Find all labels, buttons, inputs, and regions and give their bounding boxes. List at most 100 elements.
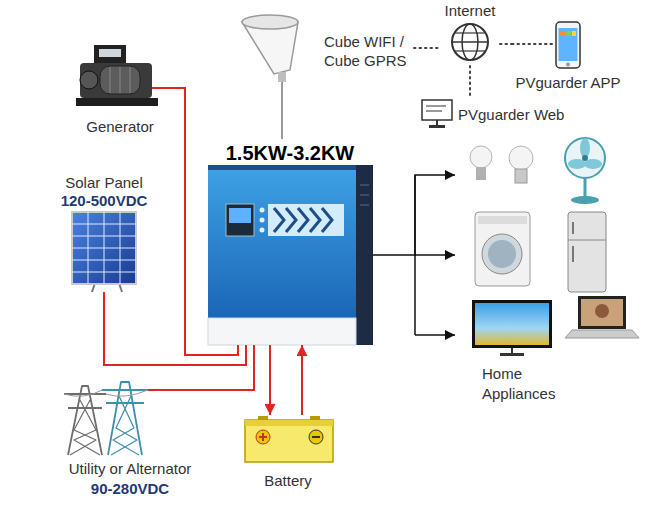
- power-wire: [104, 292, 246, 365]
- lcd-screen: [229, 208, 251, 223]
- panel-grid: [72, 236, 136, 237]
- inverter-illustration: [208, 165, 373, 345]
- battery-icon: [245, 416, 333, 462]
- plus-symbol: [262, 433, 264, 441]
- display-frame: [226, 204, 254, 236]
- phone-button: [566, 63, 570, 67]
- network-link: [512, 43, 554, 45]
- pylon-cable: [64, 390, 102, 396]
- indicator-light: [260, 208, 265, 213]
- node-label: Solar Panel: [65, 174, 143, 192]
- minus-terminal-symbol: [309, 430, 323, 444]
- panel-grid: [72, 272, 136, 273]
- screen-line: [426, 106, 446, 107]
- monitor-stand: [436, 120, 438, 125]
- node-label: Home Appliances: [482, 364, 582, 404]
- utility-node: Utility or Alternator90-280VDC: [50, 378, 210, 500]
- mobile-app-node: PVguarder APP: [512, 18, 624, 94]
- appliances-illustration: [470, 138, 639, 356]
- washer-door: [482, 234, 522, 274]
- globe-equator: [452, 41, 488, 43]
- generator-flywheel: [80, 71, 98, 89]
- laptop-base: [565, 330, 639, 338]
- washer-body: [475, 212, 530, 286]
- computer-icon: [422, 100, 452, 128]
- bulb-glass: [470, 146, 492, 168]
- washer-controls: [478, 216, 527, 224]
- generator-rib: [130, 67, 131, 93]
- fan-guard: [565, 138, 605, 178]
- minus-symbol: [312, 436, 320, 438]
- generator-base: [76, 98, 158, 106]
- panel-grid: [72, 248, 136, 249]
- fridge-divider: [568, 240, 606, 241]
- wifi-module-node: Cube WIFI / Cube GPRS: [232, 8, 414, 88]
- bulb-base: [476, 167, 486, 180]
- pylon-arm: [64, 393, 106, 395]
- panel-grid: [72, 224, 136, 225]
- panel-surface: [72, 212, 136, 284]
- pylon-brace: [111, 396, 137, 455]
- signal-wire: [281, 82, 283, 88]
- load-branch: [415, 254, 455, 256]
- inverter-front: [208, 165, 358, 318]
- pylon-arm: [102, 389, 148, 391]
- globe-parallel: [455, 32, 485, 33]
- node-label: 90-280VDC: [91, 480, 169, 498]
- tv-foot: [500, 353, 524, 356]
- indicator-light: [260, 218, 265, 223]
- node-label: PVguarder Web: [458, 106, 564, 124]
- tv-screen: [475, 303, 549, 345]
- internet-node: Internet: [440, 0, 500, 66]
- load-branch: [415, 334, 455, 336]
- generator-panel: [99, 49, 121, 57]
- chevron-band: [268, 204, 344, 236]
- node-label: PVguarder APP: [515, 74, 620, 92]
- battery-charge-arrow: [269, 345, 271, 415]
- dongle-neck: [278, 72, 286, 82]
- plus-terminal-symbol: [256, 430, 270, 444]
- fan-foot: [571, 196, 599, 204]
- generator-rib: [120, 67, 121, 93]
- vent: [360, 204, 369, 206]
- pylon-brace: [70, 400, 96, 455]
- pylon-brace: [74, 400, 100, 455]
- pylon-legs: [108, 382, 142, 455]
- generator-rib: [110, 67, 111, 93]
- generator-icon: [76, 45, 158, 106]
- inverter-base: [208, 318, 356, 345]
- pylon-icon: [64, 382, 148, 455]
- generator-motor: [100, 66, 140, 94]
- node-label: Generator: [86, 118, 154, 136]
- node-label: Battery: [264, 472, 312, 490]
- solar-panel-node: Solar Panel120-500VDC: [52, 172, 157, 292]
- node-label: 1.5KW-3.2KW: [226, 141, 355, 165]
- inverter-side: [356, 165, 373, 345]
- network-link: [469, 66, 471, 96]
- node-label: 120-500VDC: [61, 192, 148, 210]
- fridge-handle: [572, 246, 574, 262]
- fridge-handle: [572, 222, 574, 234]
- inverter-node: 1.5KW-3.2KW: [208, 139, 373, 345]
- battery-body: [245, 420, 333, 462]
- globe-icon: [452, 24, 488, 60]
- generator-body: [80, 63, 152, 98]
- dongle-cap: [242, 15, 298, 29]
- bulb-glass: [509, 146, 533, 170]
- fan-blade: [584, 159, 602, 169]
- phone-icon: [556, 22, 580, 68]
- network-link: [414, 47, 440, 49]
- battery-discharge-arrow: [301, 345, 303, 415]
- laptop-screen: [581, 299, 623, 326]
- washer-drum: [488, 240, 516, 268]
- globe-parallel: [455, 50, 485, 51]
- load-arrow: [373, 175, 455, 255]
- app-tile: [566, 31, 571, 36]
- node-label: Internet: [445, 2, 496, 20]
- node-label: Cube WIFI / Cube GPRS: [324, 32, 412, 70]
- vent: [360, 184, 369, 186]
- tv-frame: [472, 300, 552, 348]
- generator-node: Generator: [60, 40, 180, 138]
- screen-line: [426, 111, 442, 112]
